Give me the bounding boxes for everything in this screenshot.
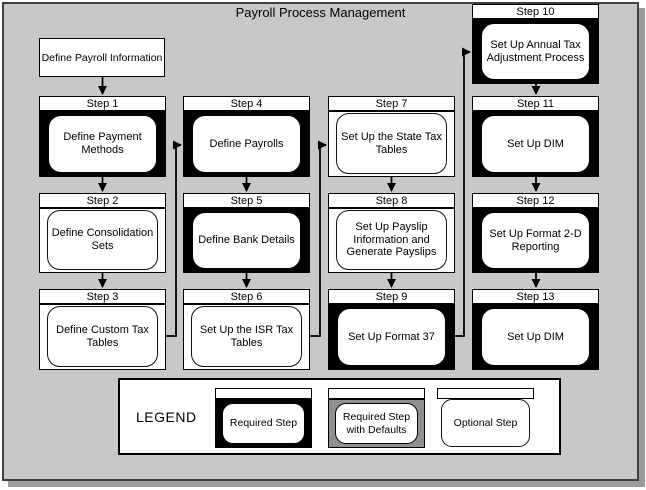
legend-sample-body: Required Step with Defaults <box>328 399 425 448</box>
legend-item-required-defaults: Required Step with Defaults <box>328 388 425 448</box>
legend-item-required: Required Step <box>215 388 312 448</box>
step-label: Define Payment Methods <box>48 115 157 173</box>
step-label: Define Custom Tax Tables <box>47 306 158 367</box>
legend-sample-body: Optional Step <box>437 399 534 448</box>
step-body: Set Up the State Tax Tables <box>328 111 455 177</box>
step-label: Set Up DIM <box>481 308 590 366</box>
step-label: Set Up Annual Tax Adjustment Process <box>481 23 590 80</box>
legend-sample-header <box>215 388 312 399</box>
legend-sample-header <box>437 388 534 399</box>
legend-item-optional: Optional Step <box>437 388 534 448</box>
legend-sample-header <box>328 388 425 399</box>
step-box-4: Step 4 Define Payrolls <box>183 96 310 177</box>
step-header: Step 11 <box>472 96 599 111</box>
step-label: Set Up DIM <box>481 115 590 173</box>
step-label: Set Up Format 2-D Reporting <box>481 212 590 269</box>
step-body: Define Payrolls <box>183 111 310 177</box>
step-body: Set Up DIM <box>472 111 599 177</box>
step-box-10: Step 10 Set Up Annual Tax Adjustment Proc… <box>472 4 599 84</box>
diagram-title: Payroll Process Management <box>235 5 406 20</box>
step-header: Step 5 <box>183 193 310 208</box>
legend: LEGEND Required Step Required Step with D… <box>118 378 561 455</box>
step-body: Define Custom Tax Tables <box>39 304 166 370</box>
step-box-13: Step 13 Set Up DIM <box>472 289 599 370</box>
step-label: Set Up Payslip Information and Generate … <box>336 210 447 270</box>
step-box-7: Step 7 Set Up the State Tax Tables <box>328 96 455 177</box>
step-header: Step 1 <box>39 96 166 111</box>
step-body: Set Up Format 37 <box>328 304 455 370</box>
step-label: Set Up the State Tax Tables <box>336 113 447 174</box>
step-body: Set Up the ISR Tax Tables <box>183 304 310 370</box>
step-body: Define Bank Details <box>183 208 310 273</box>
step-label: Set Up the ISR Tax Tables <box>191 306 302 367</box>
intro-box: Define Payroll Information <box>39 38 165 77</box>
step-header: Step 6 <box>183 289 310 304</box>
step-label: Set Up Format 37 <box>337 308 446 366</box>
step-body: Set Up DIM <box>472 304 599 370</box>
step-label: Define Payrolls <box>192 115 301 173</box>
step-header: Step 2 <box>39 193 166 208</box>
step-label: Define Bank Details <box>192 212 301 269</box>
legend-item-label: Optional Step <box>441 399 530 447</box>
step-header: Step 4 <box>183 96 310 111</box>
step-header: Step 9 <box>328 289 455 304</box>
flowchart-canvas: Payroll Process Management Define Payrol… <box>2 2 639 481</box>
step-body: Define Consolidation Sets <box>39 208 166 273</box>
step-body: Set Up Annual Tax Adjustment Process <box>472 19 599 84</box>
legend-sample-body: Required Step <box>215 399 312 448</box>
intro-box-label: Define Payroll Information <box>41 51 163 64</box>
legend-item-label: Required Step <box>222 403 305 444</box>
step-body: Define Payment Methods <box>39 111 166 177</box>
step-box-1: Step 1 Define Payment Methods <box>39 96 166 177</box>
step-header: Step 13 <box>472 289 599 304</box>
step-header: Step 12 <box>472 193 599 208</box>
step-box-6: Step 6 Set Up the ISR Tax Tables <box>183 289 310 370</box>
step-box-3: Step 3 Define Custom Tax Tables <box>39 289 166 370</box>
legend-item-label: Required Step with Defaults <box>335 403 418 444</box>
step-label: Define Consolidation Sets <box>47 210 158 270</box>
step-box-2: Step 2 Define Consolidation Sets <box>39 193 166 273</box>
step-body: Set Up Payslip Information and Generate … <box>328 208 455 273</box>
step-box-9: Step 9 Set Up Format 37 <box>328 289 455 370</box>
step-header: Step 8 <box>328 193 455 208</box>
step-header: Step 7 <box>328 96 455 111</box>
step-box-5: Step 5 Define Bank Details <box>183 193 310 273</box>
step-box-8: Step 8 Set Up Payslip Information and Gen… <box>328 193 455 273</box>
step-box-11: Step 11 Set Up DIM <box>472 96 599 177</box>
step-body: Set Up Format 2-D Reporting <box>472 208 599 273</box>
step-header: Step 10 <box>472 4 599 19</box>
step-box-12: Step 12 Set Up Format 2-D Reporting <box>472 193 599 273</box>
step-header: Step 3 <box>39 289 166 304</box>
legend-title: LEGEND <box>136 408 197 425</box>
